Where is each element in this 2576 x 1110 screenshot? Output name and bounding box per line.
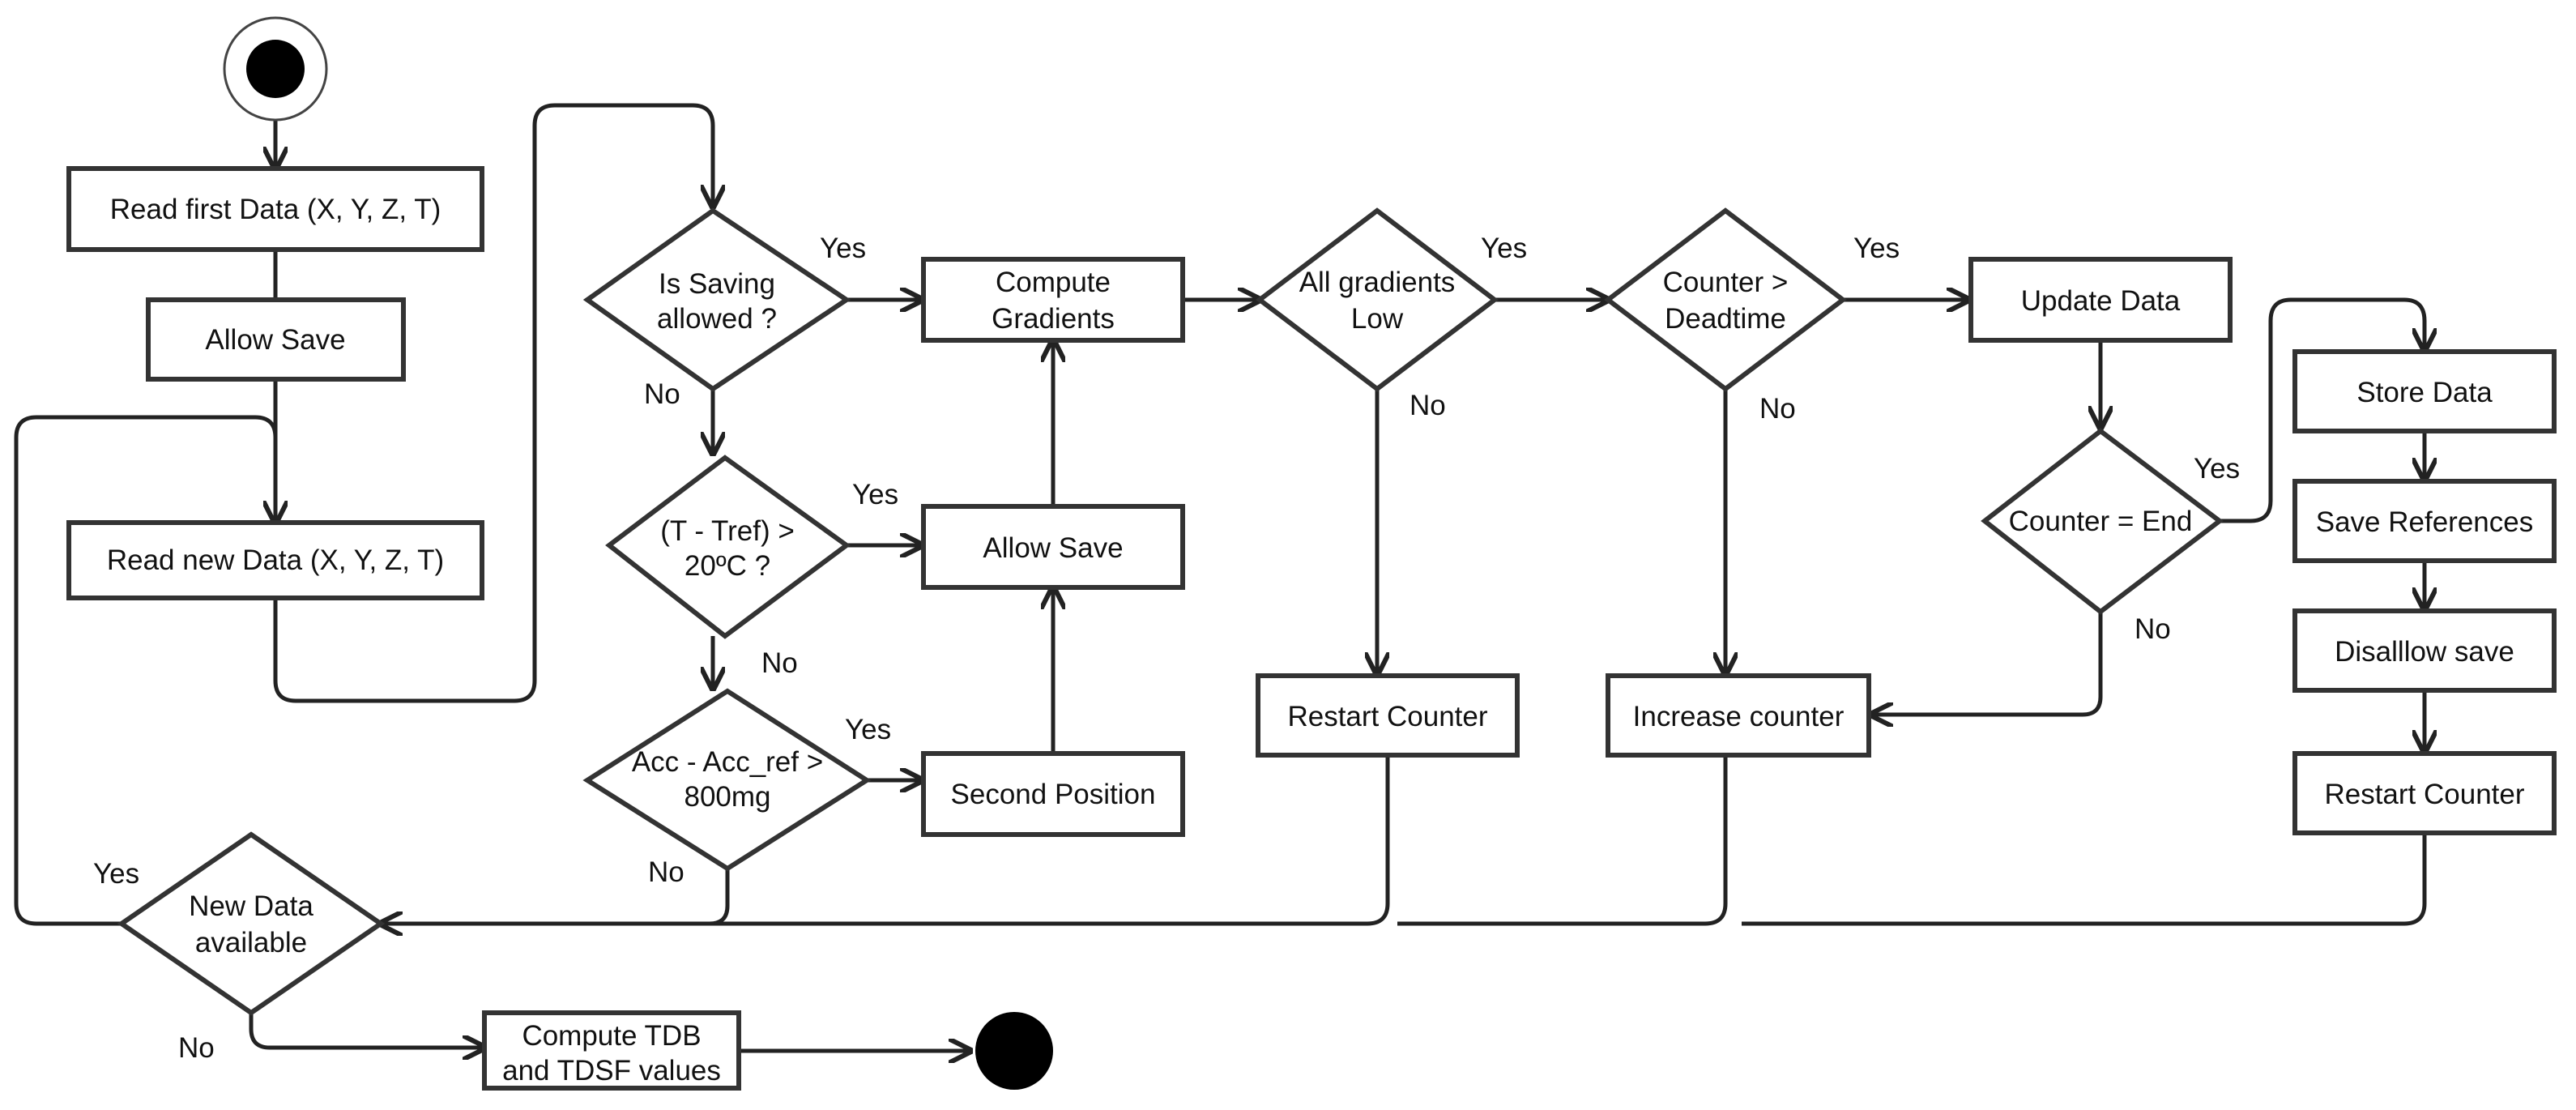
box-read-first-data: Read first Data (X, Y, Z, T) [66,166,484,252]
box-second-position: Second Position [921,751,1185,837]
label-new-data-yes: Yes [93,858,139,890]
edge-counter-end-yes [2220,297,2425,523]
box-increase-counter: Increase counter [1606,673,1871,758]
edge-restart-1-to-new-data [381,755,1390,924]
svg-text:Is Saving: Is Saving [659,268,775,300]
svg-text:Acc - Acc_ref >: Acc - Acc_ref > [632,746,823,778]
svg-text:allowed ?: allowed ? [657,303,777,335]
decision-counter-end: Counter = End [1981,428,2224,615]
connectors [14,103,2427,1051]
svg-text:20ºC ?: 20ºC ? [685,550,770,582]
svg-text:Gradients: Gradients [992,303,1115,335]
svg-text:and TDSF values: and TDSF values [502,1055,721,1087]
box-compute-gradients: Compute Gradients [921,257,1185,343]
svg-text:New Data: New Data [189,890,313,922]
end-node [975,1012,1053,1090]
svg-text:Second Position: Second Position [951,779,1156,810]
label-acc-yes: Yes [845,714,891,745]
box-restart-counter-1: Restart Counter [1256,673,1520,758]
box-update-data: Update Data [1968,257,2233,343]
label-is-saving-yes: Yes [820,233,866,264]
svg-text:800mg: 800mg [684,781,770,813]
svg-text:Save References: Save References [2316,506,2533,538]
svg-text:Counter >: Counter > [1663,267,1789,298]
decision-is-saving-allowed: Is Saving allowed ? [582,207,851,392]
edge-increase-to-new-data [1397,755,1728,926]
label-t-tref-yes: Yes [852,479,898,510]
box-compute-tdb: Compute TDB and TDSF values [482,1010,741,1091]
svg-text:Read new Data (X, Y, Z, T): Read new Data (X, Y, Z, T) [107,544,444,576]
svg-text:Low: Low [1351,303,1404,335]
svg-text:Deadtime: Deadtime [1665,303,1786,335]
label-counter-end-yes: Yes [2194,453,2240,485]
label-all-low-no: No [1410,390,1446,421]
label-counter-end-no: No [2135,613,2171,645]
box-allow-save-2: Allow Save [921,504,1185,590]
decision-all-gradients-low: All gradients Low [1256,207,1499,392]
svg-text:All gradients: All gradients [1299,267,1456,298]
start-node [223,16,328,122]
decision-acc: Acc - Acc_ref > 800mg [582,688,872,872]
box-restart-counter-2: Restart Counter [2292,751,2557,835]
label-deadtime-no: No [1759,393,1796,425]
svg-text:Compute TDB: Compute TDB [522,1020,701,1052]
svg-text:Restart Counter: Restart Counter [2324,779,2524,810]
svg-text:Restart Counter: Restart Counter [1287,701,1487,732]
svg-text:available: available [195,927,307,958]
svg-text:Allow Save: Allow Save [983,532,1123,564]
svg-text:Increase counter: Increase counter [1633,701,1845,732]
edge-restart-2-to-new-data [1742,833,2427,926]
svg-text:Read first Data (X, Y, Z, T): Read first Data (X, Y, Z, T) [110,194,441,225]
box-disallow-save: Disalllow save [2292,608,2557,693]
label-new-data-no: No [178,1032,215,1064]
box-read-new-data: Read new Data (X, Y, Z, T) [66,520,484,600]
edge-counter-end-no [1871,612,2103,715]
edge-new-data-yes [14,415,278,926]
label-is-saving-no: No [644,378,680,410]
box-allow-save-1: Allow Save [146,297,406,382]
edge-new-data-no [249,1011,484,1048]
svg-text:Disalllow save: Disalllow save [2335,636,2514,668]
decision-counter-deadtime: Counter > Deadtime [1604,207,1847,392]
label-all-low-yes: Yes [1481,233,1527,264]
svg-text:(T - Tref) >: (T - Tref) > [660,515,795,547]
svg-text:Store Data: Store Data [2356,377,2493,408]
box-store-data: Store Data [2292,349,2557,433]
svg-text:Allow Save: Allow Save [205,324,345,356]
svg-text:Compute: Compute [996,267,1111,298]
decision-t-tref: (T - Tref) > 20ºC ? [605,455,851,639]
svg-text:Counter = End: Counter = End [2009,506,2193,537]
label-acc-no: No [648,856,685,888]
edge-read-new-to-is-saving [273,103,713,703]
label-deadtime-yes: Yes [1853,233,1900,264]
box-save-references: Save References [2292,479,2557,563]
svg-text:Update Data: Update Data [2021,285,2181,317]
decision-new-data-available: New Data available [117,831,386,1016]
edge-labels: Yes No Yes No Yes No Yes No Yes No Yes N… [93,233,2240,1064]
label-t-tref-no: No [761,647,798,679]
